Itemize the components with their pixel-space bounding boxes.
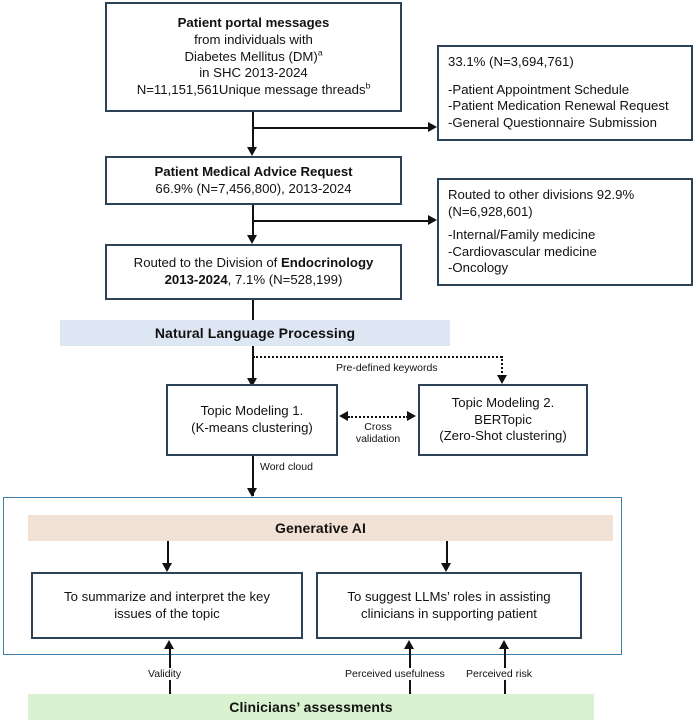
connector-genai-to-task-1 [167,541,169,569]
node-other-divisions: Routed to other divisions 92.9% (N=6,928… [437,178,693,286]
arrowhead-source-to-advice [247,147,257,156]
endocrinology-line-2: 2013-2024, 7.1% (N=528,199) [164,272,343,287]
endocrinology-line-1: Routed to the Division of Endocrinology [133,255,374,271]
genai-task-2-line-1: To suggest LLMs’ roles in assisting [347,588,551,604]
node-patient-portal-messages: Patient portal messages from individuals… [105,2,402,112]
connector-cross-validation [348,416,408,418]
arrowhead-predefined-keywords [497,375,507,384]
advice-line-2: 66.9% (N=7,456,800), 2013-2024 [155,180,352,196]
connector-predefined-keywords-vertical [501,356,503,380]
topic-1-line-2: (K-means clustering) [191,420,313,435]
edge-label-predefined-keywords: Pre-defined keywords [333,362,441,375]
excluded-item-3: -General Questionnaire Submission [448,114,657,130]
arrowhead-cross-validation-right [407,411,416,421]
edge-label-cross-validation: Cross validation [345,421,411,446]
nlp-band-label: Natural Language Processing [154,325,356,341]
band-generative-ai: Generative AI [28,515,613,541]
connector-advice-to-other-divisions [252,220,432,222]
connector-genai-to-task-2 [446,541,448,569]
arrowhead-source-to-excluded [428,122,437,132]
node-genai-task-summarize: To summarize and interpret the key issue… [31,572,303,639]
source-line-3: Diabetes Mellitus (DM)a [184,47,323,64]
topic-2-line-3: (Zero-Shot clustering) [439,428,567,444]
node-patient-medical-advice-request: Patient Medical Advice Request 66.9% (N=… [105,156,402,205]
topic-2-line-2: BERTopic [474,411,532,427]
arrowhead-cross-validation-left [339,411,348,421]
excluded-item-2: -Patient Medication Renewal Request [448,98,669,114]
edge-label-perceived-usefulness: Perceived usefulness [342,668,448,681]
source-line-5: N=11,151,561Unique message threadsb [136,80,371,97]
cross-validation-line-2: validation [355,433,401,446]
topic-1-line-1: Topic Modeling 1. [200,403,304,419]
arrowhead-perceived-usefulness [404,640,414,649]
source-line-4: in SHC 2013-2024 [199,65,308,81]
genai-task-2-line-2: clinicians in supporting patient [361,605,537,621]
connector-nlp-to-topic-1 [252,346,254,383]
genai-band-label: Generative AI [274,520,367,536]
connector-advice-to-endocrinology [252,205,254,240]
cross-validation-line-1: Cross [364,421,392,433]
edge-label-validity: Validity [145,668,185,681]
genai-task-1-line-2: issues of the topic [114,605,220,621]
band-clinicians-assessments: Clinicians’ assessments [28,694,594,720]
band-natural-language-processing: Natural Language Processing [60,320,450,346]
node-topic-modeling-2: Topic Modeling 2. BERTopic (Zero-Shot cl… [418,384,588,456]
genai-task-1-line-1: To summarize and interpret the key [64,588,270,604]
source-line-2: from individuals with [194,32,313,48]
topic-2-line-1: Topic Modeling 2. [451,395,555,411]
other-divisions-item-3: -Oncology [448,260,509,276]
clinicians-band-label: Clinicians’ assessments [229,699,393,715]
connector-topic-1-to-genai [252,456,254,496]
edge-label-word-cloud: Word cloud [257,461,316,474]
arrowhead-nlp-to-topic-1 [247,378,257,387]
other-divisions-item-1: -Internal/Family medicine [448,227,596,243]
connector-source-to-excluded [252,127,432,129]
edge-label-perceived-risk: Perceived risk [463,668,535,681]
connector-source-to-advice [252,112,254,152]
arrowhead-genai-to-task-1 [162,563,172,572]
other-divisions-item-2: -Cardiovascular medicine [448,243,597,259]
other-divisions-line-1: Routed to other divisions 92.9% [448,187,635,202]
arrowhead-genai-to-task-2 [441,563,451,572]
arrowhead-advice-to-other-divisions [428,215,437,225]
node-genai-task-llm-roles: To suggest LLMs’ roles in assisting clin… [316,572,582,639]
arrowhead-advice-to-endocrinology [247,235,257,244]
arrowhead-perceived-risk [499,640,509,649]
excluded-item-1: -Patient Appointment Schedule [448,81,630,97]
source-line-1: Patient portal messages [177,15,330,31]
arrowhead-topic-1-to-genai [247,488,257,497]
connector-endocrinology-to-nlp [252,300,254,320]
arrowhead-validity [164,640,174,649]
connector-predefined-keywords-horizontal [253,356,502,358]
panel-generative-ai [3,497,622,655]
other-divisions-line-2: (N=6,928,601) [448,203,533,219]
advice-line-1: Patient Medical Advice Request [154,163,353,179]
node-topic-modeling-1: Topic Modeling 1. (K-means clustering) [166,384,338,456]
excluded-line-1: 33.1% (N=3,694,761) [448,54,574,69]
node-excluded-categories: 33.1% (N=3,694,761) -Patient Appointment… [437,45,693,141]
node-routed-to-endocrinology: Routed to the Division of Endocrinology … [105,244,402,300]
